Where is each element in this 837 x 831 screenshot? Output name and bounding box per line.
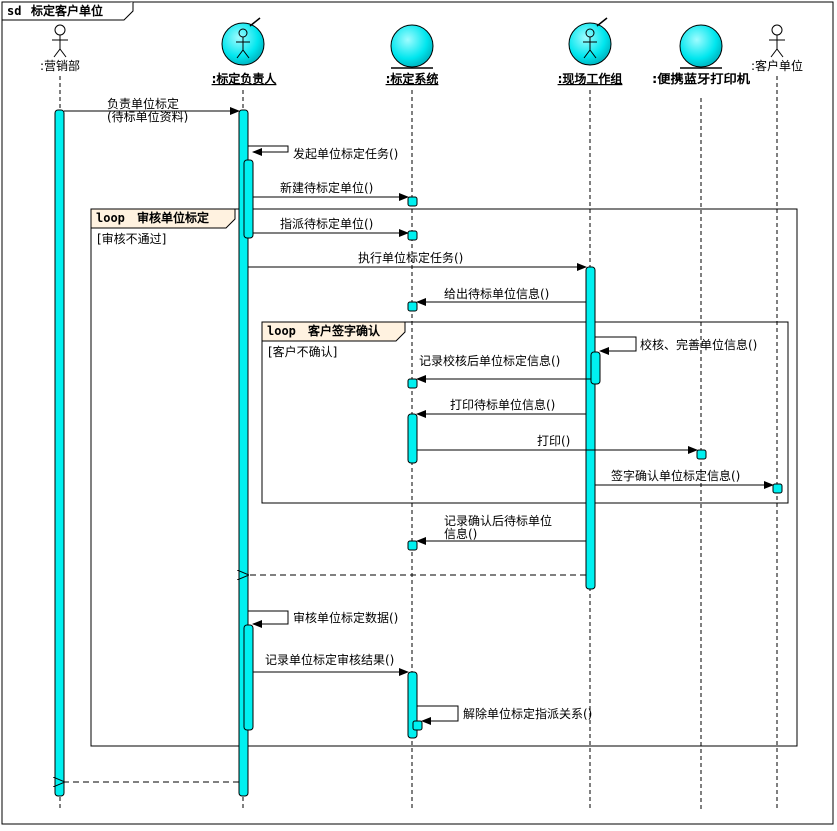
- lifeline-label-customer: :客户单位: [751, 58, 803, 73]
- activation-system-3: [407, 301, 418, 312]
- actor-icon: [771, 24, 783, 36]
- self-message-arrow-2: [248, 145, 289, 156]
- activation-customer: [772, 483, 783, 494]
- message-label-12a: 记录确认后待标单位: [444, 513, 552, 528]
- message-label-6: 给出待标单位信息(): [444, 286, 549, 301]
- activation-system-6: [407, 540, 418, 551]
- lifeline-label-marketing: :营销部: [40, 58, 80, 73]
- activation-marketing: [54, 109, 65, 797]
- activation-system-1: [407, 196, 418, 207]
- activation-owner-nested-2: [243, 624, 254, 731]
- message-label-4: 指派待标定单位(): [280, 216, 373, 231]
- activation-fieldteam-nested: [590, 351, 601, 385]
- lifeline-label-owner: :标定负责人: [212, 71, 278, 86]
- message-label-11: 签字确认单位标定信息(): [611, 468, 740, 483]
- actor-marketing: :营销部: [40, 24, 80, 73]
- self-message-arrow-7: [595, 336, 637, 355]
- lifeline-label-system: :标定系统: [386, 71, 439, 86]
- actor-icon: [54, 24, 66, 36]
- business-worker-owner: :标定负责人: [212, 17, 278, 86]
- fragment-guard: [审核不通过]: [97, 231, 166, 246]
- sd-keyword: sd: [7, 4, 21, 18]
- loop-fragment-inner: loop 客户签字确认 [客户不确认]: [261, 321, 789, 504]
- activation-system-4: [407, 378, 418, 389]
- lifeline-label-printer: :便携蓝牙打印机: [652, 71, 750, 86]
- loop-fragment-outer: loop 审核单位标定 [审核不通过]: [90, 208, 798, 747]
- message-label-13: 审核单位标定数据(): [293, 610, 398, 625]
- fragment-operator: loop: [267, 324, 296, 338]
- activations: [54, 109, 783, 797]
- actor-customer: :客户单位: [751, 24, 803, 73]
- message-label-2: 发起单位标定任务(): [293, 146, 398, 161]
- message-label-12b: 信息(): [444, 526, 477, 541]
- message-label-10: 打印(): [537, 434, 570, 448]
- lifeline-label-fieldteam: :现场工作组: [558, 71, 623, 86]
- entity-system: :标定系统: [386, 24, 439, 86]
- fragment-operator: loop: [96, 211, 125, 225]
- activation-owner: [238, 109, 249, 797]
- activation-fieldteam: [585, 266, 596, 590]
- message-label-15: 解除单位标定指派关系(): [463, 706, 592, 721]
- activation-system-2: [407, 230, 418, 241]
- message-label-8: 记录校核后单位标定信息(): [419, 353, 560, 368]
- message-label-14: 记录单位标定审核结果(): [265, 652, 394, 667]
- entity-printer: :便携蓝牙打印机: [652, 24, 750, 86]
- fragment-guard: [客户不确认]: [268, 344, 337, 359]
- activation-printer: [696, 449, 707, 460]
- entity-icon: [679, 24, 723, 68]
- lifelines: [59, 76, 778, 810]
- message-label-1a: 负责单位标定: [107, 96, 179, 111]
- fragment-title: 审核单位标定: [137, 210, 209, 225]
- message-label-7: 校核、完善单位信息(): [640, 337, 757, 352]
- activation-owner-nested-1: [243, 159, 254, 239]
- message-label-3: 新建待标定单位(): [280, 180, 373, 195]
- activation-system-nested: [412, 720, 423, 731]
- message-label-9: 打印待标单位信息(): [450, 397, 555, 412]
- business-worker-fieldteam: :现场工作组: [558, 17, 623, 86]
- entity-icon: [390, 24, 434, 68]
- message-label-5: 执行单位标定任务(): [358, 250, 463, 265]
- message-labels: 负责单位标定 (待标单位资料) 发起单位标定任务() 新建待标定单位() 指派待…: [107, 96, 757, 721]
- message-arrows: [64, 107, 774, 782]
- sd-title: 标定客户单位: [30, 3, 103, 18]
- self-message-arrow-13: [248, 610, 289, 628]
- activation-system-5: [407, 413, 418, 464]
- message-label-1b: (待标单位资料): [107, 109, 188, 124]
- self-message-arrow-15: [417, 705, 459, 725]
- fragment-title: 客户签字确认: [307, 323, 381, 338]
